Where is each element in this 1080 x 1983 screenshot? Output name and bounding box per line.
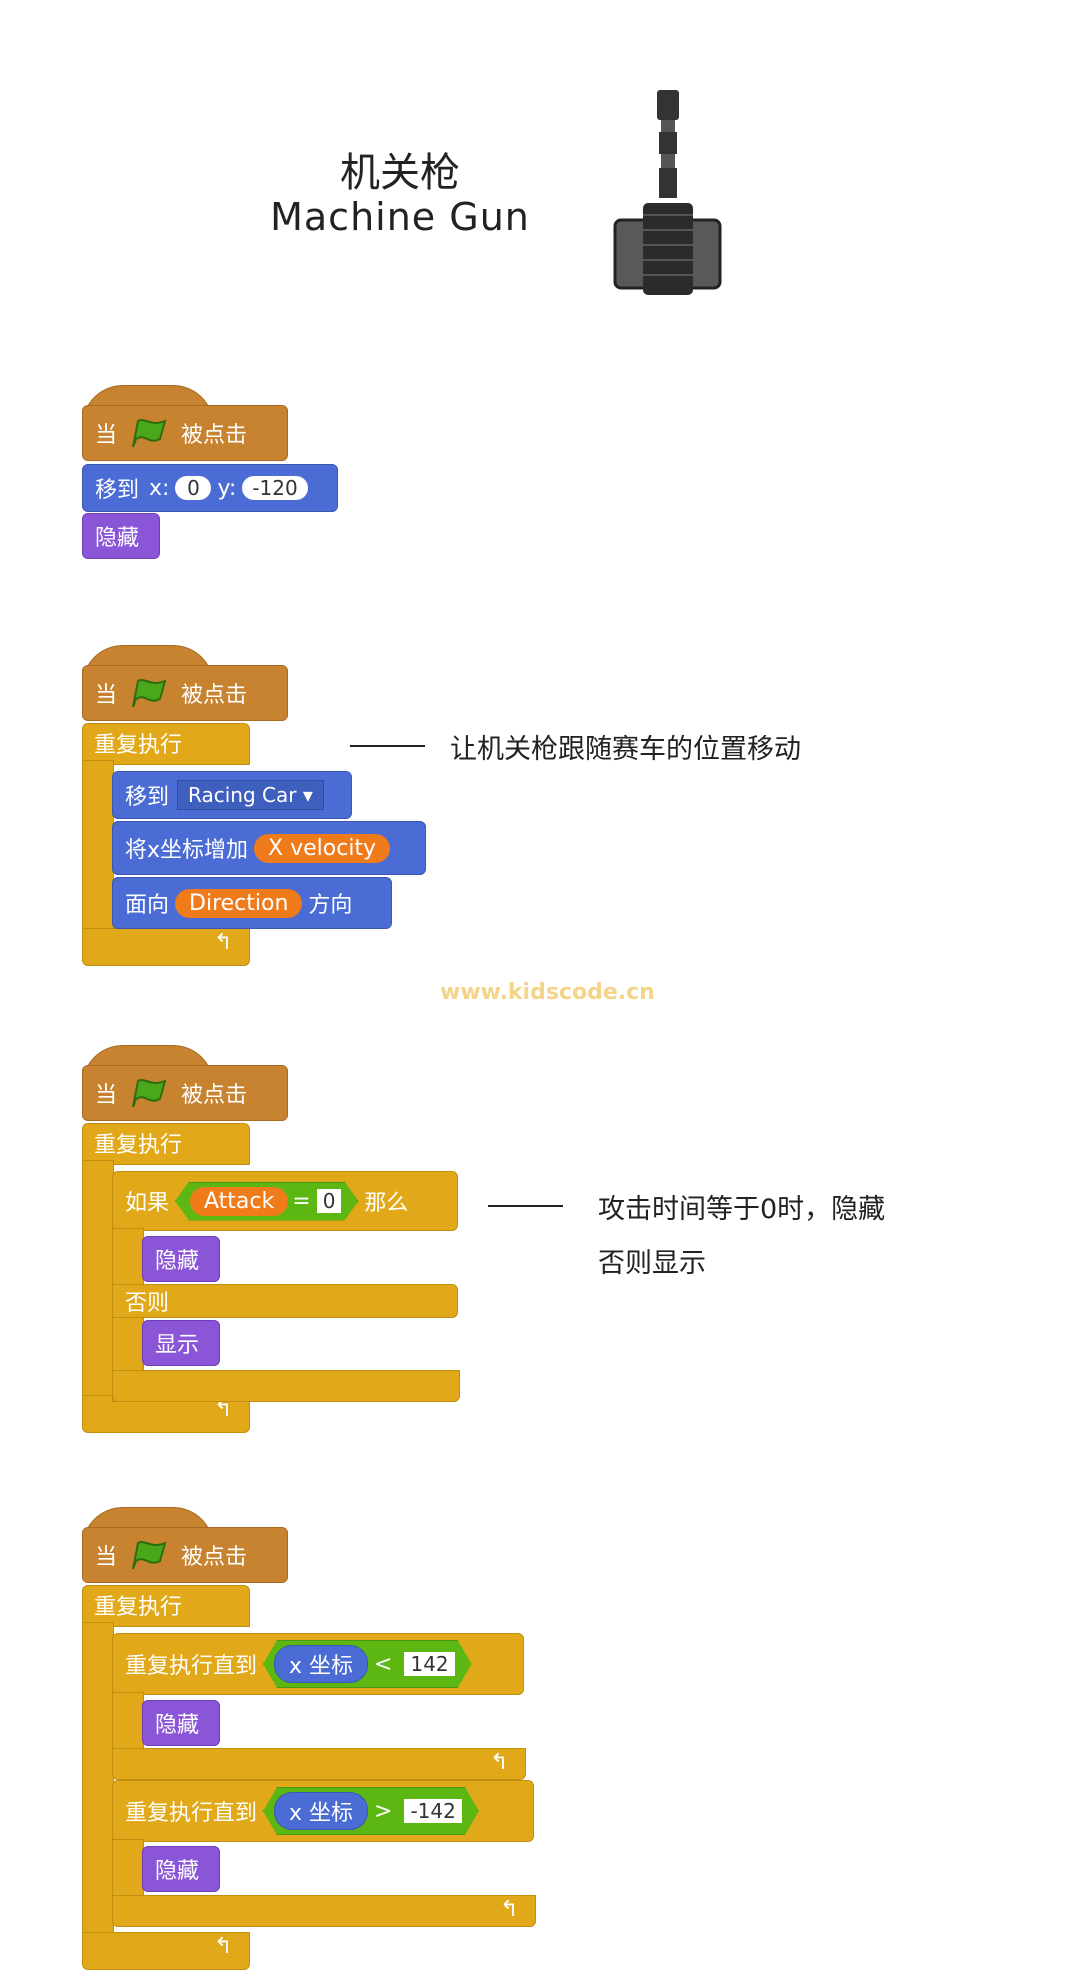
compare-value-input[interactable]: 0	[317, 1189, 342, 1213]
when-flag-clicked-block[interactable]: 当 被点击	[82, 665, 288, 721]
loop-arrow-icon: ↰	[214, 1934, 233, 1959]
when-flag-clicked-block[interactable]: 当 被点击	[82, 1527, 288, 1583]
if-label: 如果	[125, 1191, 170, 1216]
goto-target-value: Racing Car	[188, 783, 297, 807]
annotation-follow: 让机关枪跟随赛车的位置移动	[450, 734, 801, 765]
go-to-xy-block[interactable]: 移到 x: 0 y: -120	[82, 464, 338, 512]
go-to-sprite-block[interactable]: 移到 Racing Car ▾	[112, 771, 352, 819]
goto-target-dropdown[interactable]: Racing Car ▾	[177, 780, 324, 810]
repeat-until-footer	[112, 1748, 526, 1780]
x-velocity-variable[interactable]: X velocity	[254, 833, 391, 863]
loop-arrow-icon: ↰	[490, 1750, 509, 1775]
hide-block[interactable]: 隐藏	[142, 1846, 220, 1892]
hide-label: 隐藏	[95, 526, 140, 551]
title-chinese: 机关枪	[340, 150, 460, 196]
when-label: 当	[95, 423, 118, 448]
hide-block[interactable]: 隐藏	[142, 1236, 220, 1282]
forever-block[interactable]	[82, 1585, 250, 1627]
else-label: 否则	[125, 1291, 170, 1316]
repeat-until-arm	[112, 1692, 144, 1756]
repeat-until-block[interactable]: 重复执行直到 x 坐标 < 142	[112, 1633, 524, 1695]
repeat-until-block[interactable]: 重复执行直到 x 坐标 > -142	[112, 1780, 534, 1842]
y-input[interactable]: -120	[242, 476, 308, 500]
hide-block[interactable]: 隐藏	[142, 1700, 220, 1746]
if-else-block[interactable]: 如果 Attack = 0 那么	[112, 1171, 458, 1231]
repeat-until-label: 重复执行直到	[125, 1801, 258, 1826]
green-flag-icon	[132, 679, 167, 708]
hide-label: 隐藏	[155, 1859, 200, 1884]
machine-gun-sprite-icon	[613, 90, 722, 295]
title-english: Machine Gun	[270, 195, 530, 239]
forever-footer	[82, 1932, 250, 1970]
annotation-line	[350, 745, 425, 747]
show-label: 显示	[155, 1333, 200, 1358]
annotation-attack-line1: 攻击时间等于0时，隐藏	[598, 1194, 886, 1225]
hide-label: 隐藏	[155, 1713, 200, 1738]
repeat-until-footer	[112, 1895, 536, 1927]
forever-arm	[82, 1160, 114, 1402]
attack-variable[interactable]: Attack	[190, 1187, 288, 1216]
loop-arrow-icon: ↰	[214, 930, 233, 955]
forever-arm	[82, 760, 114, 938]
equals-operator[interactable]: Attack = 0	[175, 1182, 358, 1221]
green-flag-icon	[132, 419, 167, 448]
compare-value-input[interactable]: -142	[404, 1799, 461, 1823]
when-label: 当	[95, 683, 118, 708]
compare-value-input[interactable]: 142	[404, 1652, 454, 1676]
clicked-label: 被点击	[181, 1083, 248, 1108]
forever-arm	[82, 1622, 114, 1944]
forever-block[interactable]	[82, 1123, 250, 1165]
point-suffix: 方向	[308, 893, 353, 918]
forever-block[interactable]	[82, 723, 250, 765]
clicked-label: 被点击	[181, 683, 248, 708]
forever-label: 重复执行	[94, 1133, 183, 1158]
goto-label: 移到	[125, 785, 170, 810]
less-than-sign: <	[374, 1651, 393, 1677]
direction-variable[interactable]: Direction	[175, 888, 303, 918]
watermark: www.kidscode.cn	[440, 980, 655, 1005]
repeat-until-label: 重复执行直到	[125, 1654, 258, 1679]
goto-label: 移到	[95, 478, 140, 503]
repeat-until-arm	[112, 1839, 144, 1903]
annotation-line	[488, 1205, 563, 1207]
less-than-operator[interactable]: x 坐标 < 142	[263, 1640, 472, 1688]
forever-label: 重复执行	[94, 733, 183, 758]
y-label: y:	[217, 475, 237, 501]
green-flag-icon	[132, 1079, 167, 1108]
x-label: x:	[149, 475, 170, 501]
annotation-attack-line2: 否则显示	[598, 1248, 706, 1279]
show-block[interactable]: 显示	[142, 1320, 220, 1366]
greater-than-sign: >	[374, 1798, 393, 1824]
loop-arrow-icon: ↰	[500, 1897, 519, 1922]
change-x-block[interactable]: 将x坐标增加 X velocity	[112, 821, 426, 875]
point-direction-block[interactable]: 面向 Direction 方向	[112, 877, 392, 929]
hide-label: 隐藏	[155, 1249, 200, 1274]
when-flag-clicked-block[interactable]: 当 被点击	[82, 405, 288, 461]
x-position-reporter[interactable]: x 坐标	[274, 1792, 368, 1830]
else-section: 否则	[112, 1284, 458, 1318]
forever-label: 重复执行	[94, 1595, 183, 1620]
green-flag-icon	[132, 1541, 167, 1570]
when-flag-clicked-block[interactable]: 当 被点击	[82, 1065, 288, 1121]
clicked-label: 被点击	[181, 1545, 248, 1570]
x-input[interactable]: 0	[175, 476, 212, 500]
greater-than-operator[interactable]: x 坐标 > -142	[263, 1787, 479, 1835]
forever-footer	[82, 928, 250, 966]
clicked-label: 被点击	[181, 423, 248, 448]
point-label: 面向	[125, 893, 170, 918]
loop-arrow-icon: ↰	[214, 1397, 233, 1422]
equals-sign: =	[292, 1188, 311, 1214]
x-position-reporter[interactable]: x 坐标	[274, 1645, 368, 1683]
if-else-footer	[112, 1370, 460, 1402]
hide-block[interactable]: 隐藏	[82, 513, 160, 559]
change-x-label: 将x坐标增加	[125, 838, 249, 863]
when-label: 当	[95, 1545, 118, 1570]
when-label: 当	[95, 1083, 118, 1108]
dropdown-arrow-icon: ▾	[302, 783, 313, 807]
then-label: 那么	[364, 1191, 409, 1216]
